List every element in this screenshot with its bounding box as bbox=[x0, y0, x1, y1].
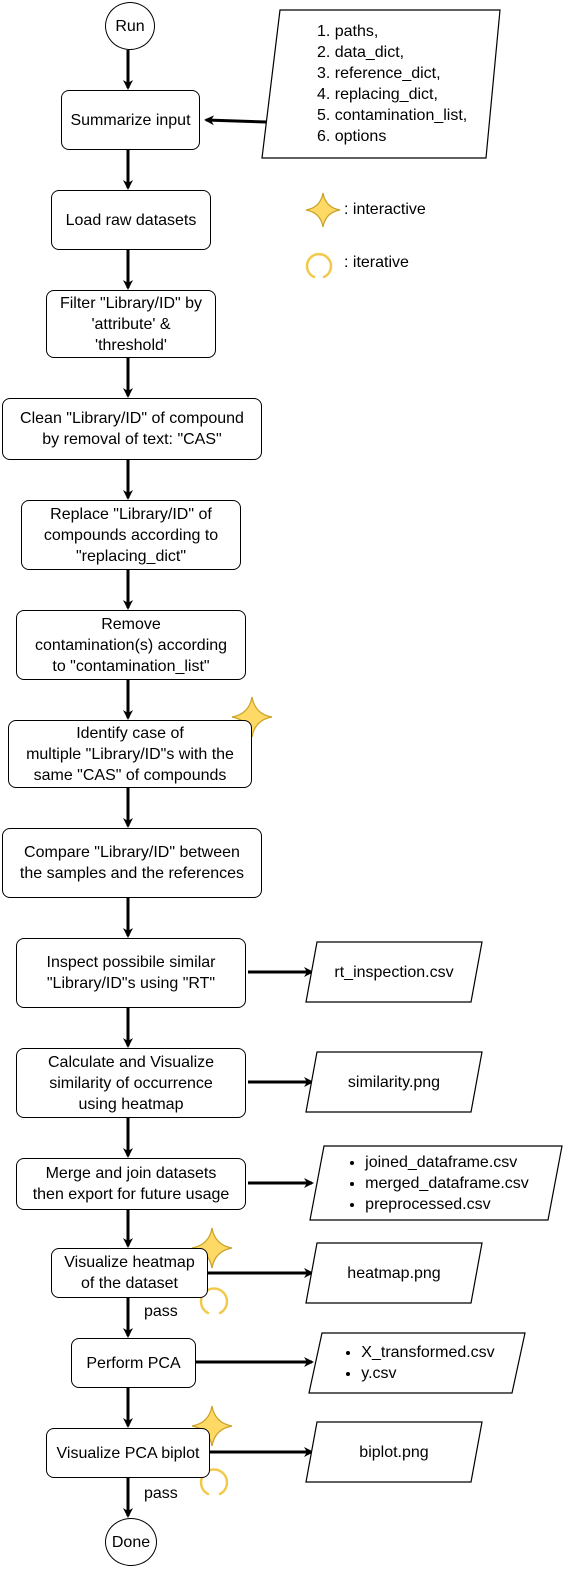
biplot-star-icon bbox=[191, 1405, 233, 1447]
output-file-item: merged_dataframe.csv bbox=[365, 1173, 529, 1194]
output-merge-parallelogram bbox=[309, 1145, 563, 1221]
step-perform-pca: Perform PCA bbox=[71, 1338, 196, 1388]
output-file-label: heatmap.png bbox=[347, 1264, 441, 1282]
input-item: paths, bbox=[335, 21, 468, 42]
step-load-raw-datasets: Load raw datasets bbox=[51, 190, 211, 250]
input-parallelogram bbox=[261, 9, 501, 159]
step-label: Identify case of multiple "Library/ID"s … bbox=[26, 724, 234, 784]
step-visualize-biplot: Visualize PCA biplot bbox=[46, 1428, 210, 1478]
step-identify-multiple-library-id: Identify case of multiple "Library/ID"s … bbox=[8, 720, 252, 788]
step-label: Filter "Library/ID" by 'attribute' & 'th… bbox=[59, 294, 203, 354]
step-label: Summarize input bbox=[70, 111, 191, 129]
output-heatmap-parallelogram bbox=[305, 1242, 483, 1304]
merge-file-list: joined_dataframe.csv merged_dataframe.cs… bbox=[343, 1152, 529, 1215]
legend-iterative-label: : iterative bbox=[344, 254, 409, 271]
step-summarize-input: Summarize input bbox=[61, 90, 200, 150]
step-label: Load raw datasets bbox=[65, 211, 197, 229]
output-rt-inspection: rt_inspection.csv bbox=[306, 942, 482, 1002]
step-label: Calculate and Visualize similarity of oc… bbox=[47, 1053, 215, 1113]
step-remove-contamination: Remove contamination(s) according to "co… bbox=[16, 610, 246, 680]
step-compare-library-id: Compare "Library/ID" between the samples… bbox=[2, 828, 262, 898]
step-label: Replace "Library/ID" of compounds accord… bbox=[43, 505, 219, 565]
done-terminator: Done bbox=[105, 1518, 157, 1566]
input-item: data_dict, bbox=[335, 42, 468, 63]
output-biplot-parallelogram bbox=[305, 1421, 483, 1483]
input-item: reference_dict, bbox=[335, 63, 468, 84]
output-rt-parallelogram bbox=[305, 941, 483, 1003]
output-file-item: preprocessed.csv bbox=[365, 1194, 529, 1215]
pass-label: pass bbox=[144, 1485, 178, 1502]
step-merge-join-export: Merge and join datasets then export for … bbox=[16, 1158, 246, 1210]
heatmap-star-icon bbox=[191, 1227, 233, 1269]
output-file-item: joined_dataframe.csv bbox=[365, 1152, 529, 1173]
output-similarity: similarity.png bbox=[306, 1052, 482, 1112]
legend-interactive-label: : interactive bbox=[344, 201, 426, 218]
output-merge-files: joined_dataframe.csv merged_dataframe.cs… bbox=[310, 1146, 562, 1220]
biplot-loop-icon bbox=[199, 1468, 229, 1496]
output-heatmap: heatmap.png bbox=[306, 1243, 482, 1303]
step-label: Merge and join datasets then export for … bbox=[32, 1165, 230, 1203]
step-clean-library-id: Clean "Library/ID" of compound by remova… bbox=[2, 398, 262, 460]
step-replace-library-id: Replace "Library/ID" of compounds accord… bbox=[21, 500, 241, 570]
pca-file-list: X_transformed.csv y.csv bbox=[339, 1342, 494, 1384]
step-label: Remove contamination(s) according to "co… bbox=[34, 615, 228, 675]
output-file-item: y.csv bbox=[361, 1363, 494, 1384]
step-calculate-similarity: Calculate and Visualize similarity of oc… bbox=[16, 1048, 246, 1118]
output-similarity-parallelogram bbox=[305, 1051, 483, 1113]
input-item: replacing_dict, bbox=[335, 84, 468, 105]
output-file-label: rt_inspection.csv bbox=[334, 963, 454, 981]
identify-star-icon bbox=[231, 696, 273, 738]
step-label: Inspect possibile similar "Library/ID"s … bbox=[46, 954, 216, 992]
output-biplot: biplot.png bbox=[306, 1422, 482, 1482]
input-item: options bbox=[335, 126, 468, 147]
output-pca-parallelogram bbox=[308, 1332, 526, 1394]
step-label: Visualize PCA biplot bbox=[56, 1444, 200, 1462]
output-file-item: X_transformed.csv bbox=[361, 1342, 494, 1363]
input-list-container: paths, data_dict, reference_dict, replac… bbox=[276, 10, 498, 158]
step-label: Clean "Library/ID" of compound by remova… bbox=[20, 410, 244, 448]
legend-loop-icon bbox=[305, 252, 333, 279]
output-pca-files: X_transformed.csv y.csv bbox=[309, 1333, 525, 1393]
pass-label: pass bbox=[144, 1303, 178, 1320]
run-terminator: Run bbox=[105, 2, 155, 50]
step-label: Perform PCA bbox=[86, 1354, 181, 1372]
input-list: paths, data_dict, reference_dict, replac… bbox=[307, 21, 468, 147]
step-label: Visualize heatmap of the dataset bbox=[64, 1254, 195, 1292]
output-file-label: biplot.png bbox=[359, 1443, 429, 1461]
input-item: contamination_list, bbox=[335, 105, 468, 126]
output-file-label: similarity.png bbox=[347, 1073, 441, 1091]
step-label: Compare "Library/ID" between the samples… bbox=[19, 844, 245, 882]
heatmap-loop-icon bbox=[199, 1287, 229, 1315]
step-filter-library-id: Filter "Library/ID" by 'attribute' & 'th… bbox=[46, 290, 216, 358]
step-visualize-heatmap: Visualize heatmap of the dataset bbox=[51, 1248, 208, 1298]
run-label: Run bbox=[115, 17, 145, 35]
step-inspect-similar: Inspect possibile similar "Library/ID"s … bbox=[16, 938, 246, 1008]
done-label: Done bbox=[111, 1533, 151, 1551]
arrow-inputs-to-summarize bbox=[204, 115, 267, 126]
legend-star-icon bbox=[305, 192, 341, 228]
